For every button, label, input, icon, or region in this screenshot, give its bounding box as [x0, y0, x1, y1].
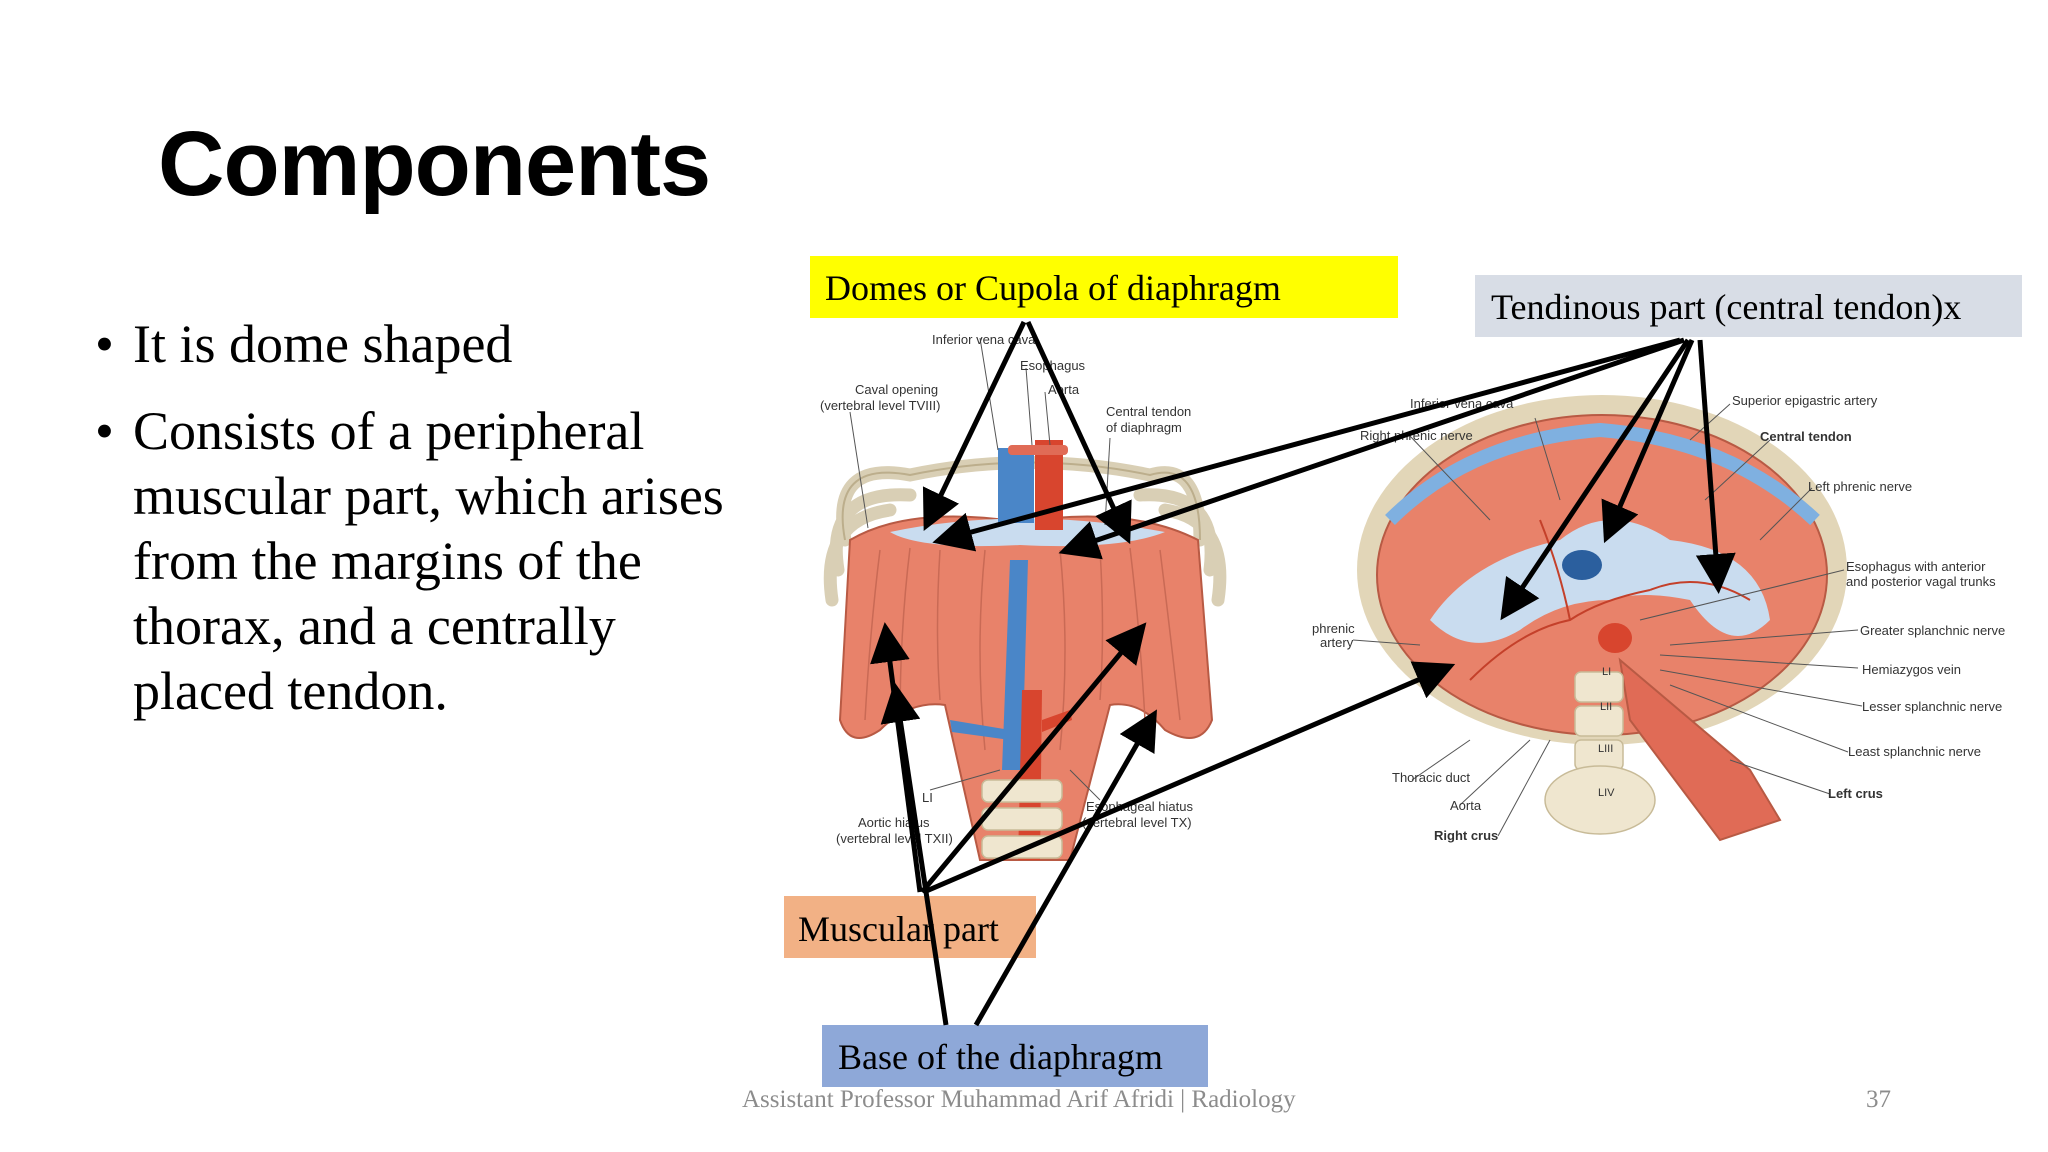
- label-r-aorta: Aorta: [1450, 798, 1482, 813]
- spine-inferior: [1544, 671, 1656, 835]
- label-esophagus-vagal-2: and posterior vagal trunks: [1846, 574, 1996, 589]
- anterior-diaphragm-illustration: Inferior vena cava Esophagus Aorta Caval…: [820, 332, 1227, 861]
- label-aortic-hiatus: Aortic hiatus: [858, 815, 930, 830]
- bullet-item: • It is dome shaped: [95, 312, 735, 377]
- label-r-lii: LII: [1600, 701, 1612, 713]
- footer-text: Assistant Professor Muhammad Arif Afridi…: [742, 1086, 1296, 1113]
- label-r-ivc: Inferior vena cava: [1410, 396, 1514, 411]
- domes-label: Domes or Cupola of diaphragm: [810, 256, 1398, 318]
- label-r-liii: LIII: [1598, 743, 1613, 755]
- bullet-marker: •: [95, 314, 114, 374]
- inferior-diaphragm-illustration: Inferior vena cava Right phrenic nerve S…: [1312, 393, 2005, 843]
- label-thoracic-duct: Thoracic duct: [1392, 770, 1470, 785]
- label-r-liv: LIV: [1598, 787, 1615, 799]
- label-aortic-hiatus-level: (vertebral level TXII): [836, 831, 953, 846]
- aorta-descending: [1018, 690, 1042, 860]
- bullet-text: Consists of a peripheral muscular part, …: [133, 401, 724, 721]
- muscular-label: Muscular part: [784, 896, 1036, 958]
- label-aorta: Aorta: [1048, 382, 1080, 397]
- esophagus-opening: [1598, 623, 1632, 653]
- bullet-list: • It is dome shaped • Consists of a peri…: [95, 312, 735, 746]
- label-greater-splanchnic: Greater splanchnic nerve: [1860, 623, 2005, 638]
- spine-anterior: [981, 779, 1063, 859]
- label-right-phrenic: Right phrenic nerve: [1360, 428, 1473, 443]
- bullet-marker: •: [95, 401, 114, 461]
- label-esophagus: Esophagus: [1020, 358, 1086, 373]
- label-hemiazygos: Hemiazygos vein: [1862, 662, 1961, 677]
- label-caval-opening-level: (vertebral level TVIII): [820, 398, 940, 413]
- label-ivc: Inferior vena cava: [932, 332, 1036, 347]
- label-li: LI: [922, 790, 933, 805]
- ivc-opening: [1562, 550, 1602, 580]
- base-label: Base of the diaphragm: [822, 1025, 1208, 1087]
- label-right-crus: Right crus: [1434, 828, 1498, 843]
- label-esophagus-vagal: Esophagus with anterior: [1846, 559, 1986, 574]
- label-left-crus: Left crus: [1828, 786, 1883, 801]
- ivc-vessel: [998, 448, 1034, 523]
- slide-title: Components: [158, 113, 711, 215]
- label-central-tendon-2: of diaphragm: [1106, 420, 1182, 435]
- diaphragm-figure: Inferior vena cava Esophagus Aorta Caval…: [820, 332, 2005, 861]
- label-esophageal-hiatus: Esophageal hiatus: [1086, 799, 1193, 814]
- label-phrenic: phrenic: [1312, 621, 1355, 636]
- label-esophageal-hiatus-level: (vertebral level TX): [1082, 815, 1192, 830]
- label-lesser-splanchnic: Lesser splanchnic nerve: [1862, 699, 2002, 714]
- label-caval-opening: Caval opening: [855, 382, 938, 397]
- bullet-item: • Consists of a peripheral muscular part…: [95, 399, 735, 724]
- label-r-li: LI: [1602, 666, 1611, 678]
- page-number: 37: [1866, 1086, 1891, 1113]
- label-sup-epigastric: Superior epigastric artery: [1732, 393, 1878, 408]
- label-phrenic-artery: artery: [1320, 635, 1354, 650]
- left-crus: [1618, 657, 1782, 842]
- bullet-text: It is dome shaped: [133, 314, 513, 374]
- label-central-tendon: Central tendon: [1106, 404, 1191, 419]
- label-least-splanchnic: Least splanchnic nerve: [1848, 744, 1981, 759]
- label-left-phrenic: Left phrenic nerve: [1808, 479, 1912, 494]
- tendinous-label: Tendinous part (central tendon)x: [1475, 275, 2022, 337]
- label-r-central-tendon: Central tendon: [1760, 429, 1852, 444]
